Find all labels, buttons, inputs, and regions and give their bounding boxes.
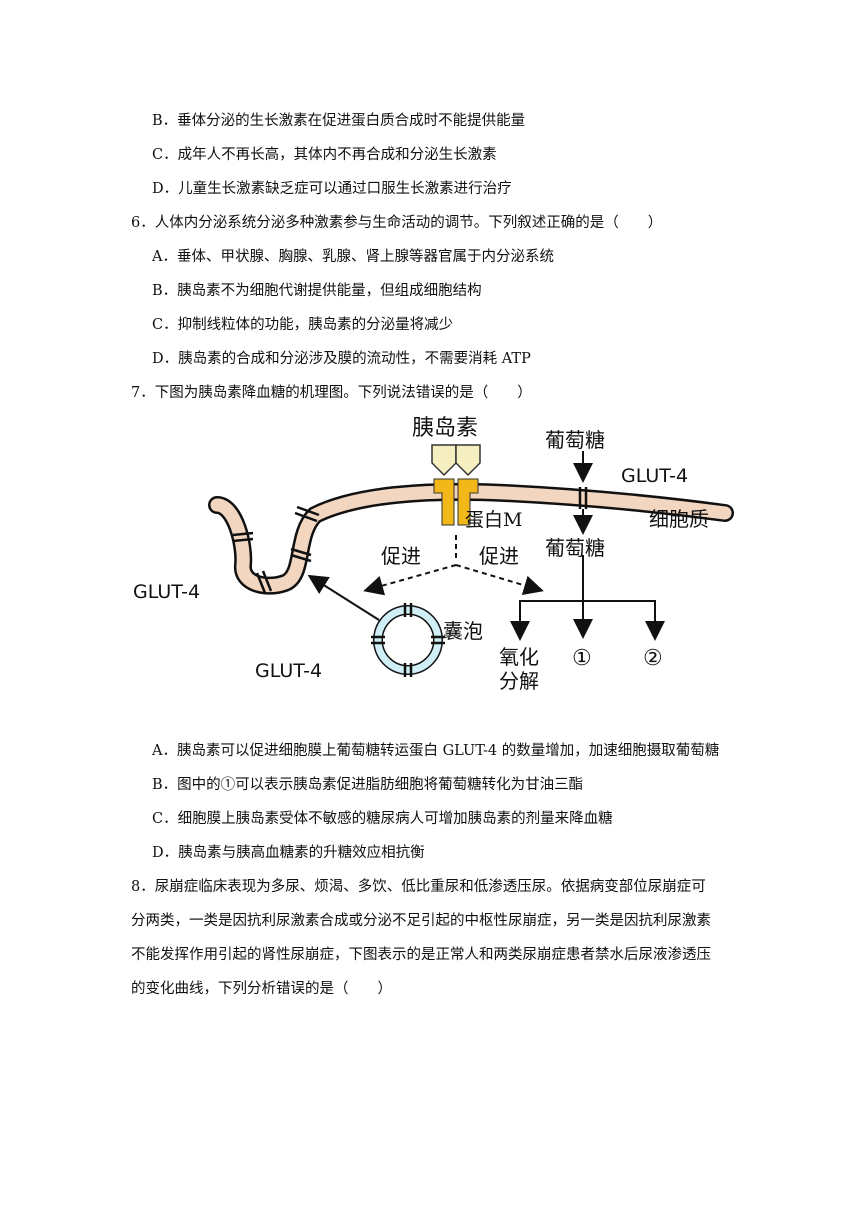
q8-stem: 8．尿崩症临床表现为多尿、烦渴、多饮、低比重尿和低渗透压尿。依据病变部位尿崩症可…	[131, 870, 731, 1006]
label-glut4-membrane: GLUT-4	[621, 465, 688, 487]
q5-option-d: D．儿童生长激素缺乏症可以通过口服生长激素进行治疗	[152, 181, 512, 197]
vesicle	[371, 603, 445, 677]
label-vesicle: 囊泡	[443, 619, 483, 643]
q7-option-a: A．胰岛素可以促进细胞膜上葡萄糖转运蛋白 GLUT-4 的数量增加，加速细胞摄取…	[152, 743, 720, 759]
q6-option-c: C．抑制线粒体的功能，胰岛素的分泌量将减少	[152, 317, 454, 333]
label-branch-1: ①	[572, 646, 592, 671]
cell-membrane	[208, 482, 734, 595]
label-glucose-outside: 葡萄糖	[545, 428, 605, 452]
q8-line-1: 8．尿崩症临床表现为多尿、烦渴、多饮、低比重尿和低渗透压尿。依据病变部位尿崩症可	[131, 879, 706, 895]
label-glut4-vesicle: GLUT-4	[255, 660, 322, 682]
q6-option-b: B．胰岛素不为细胞代谢提供能量，但组成细胞结构	[152, 283, 482, 299]
label-oxidation-line2: 分解	[499, 669, 539, 693]
q8-line-2: 分两类，一类是因抗利尿激素合成或分泌不足引起的中枢性尿崩症，另一类是因抗利尿激素	[131, 913, 711, 929]
q6-stem: 6．人体内分泌系统分泌多种激素参与生命活动的调节。下列叙述正确的是（ ）	[131, 215, 663, 231]
label-branch-2: ②	[643, 646, 663, 671]
q7-option-b: B．图中的①可以表示胰岛素促进脂肪细胞将葡萄糖转化为甘油三酯	[152, 777, 584, 793]
label-insulin: 胰岛素	[412, 416, 478, 441]
insulin-receptor	[431, 444, 481, 526]
q7-option-c: C．细胞膜上胰岛素受体不敏感的糖尿病人可增加胰岛素的剂量来降血糖	[152, 811, 613, 827]
label-promote-left: 促进	[381, 544, 421, 568]
q6-option-d: D．胰岛素的合成和分泌涉及膜的流动性，不需要消耗 ATP	[152, 351, 531, 367]
membrane-glut4-channels	[232, 487, 588, 594]
label-protein-m: 蛋白M	[465, 509, 522, 531]
q5-option-c: C．成年人不再长高，其体内不再合成和分泌生长激素	[152, 147, 497, 163]
q5-option-b: B．垂体分泌的生长激素在促进蛋白质合成时不能提供能量	[152, 113, 526, 129]
diagram-arrows	[307, 451, 665, 641]
label-glut4-left: GLUT-4	[133, 581, 200, 603]
label-cytoplasm: 细胞质	[649, 507, 709, 531]
q8-line-3: 不能发挥作用引起的肾性尿崩症，下图表示的是正常人和两类尿崩症患者禁水后尿液渗透压	[131, 947, 711, 963]
q7-stem: 7．下图为胰岛素降血糖的机理图。下列说法错误的是（ ）	[131, 385, 532, 401]
label-glucose-inside: 葡萄糖	[545, 536, 605, 560]
q8-line-4: 的变化曲线，下列分析错误的是（ ）	[131, 981, 392, 997]
q7-option-d: D．胰岛素与胰高血糖素的升糖效应相抗衡	[152, 845, 425, 861]
label-oxidation-line1: 氧化	[499, 645, 539, 669]
q6-option-a: A．垂体、甲状腺、胸腺、乳腺、肾上腺等器官属于内分泌系统	[152, 249, 554, 265]
label-promote-right: 促进	[479, 544, 519, 568]
insulin-mechanism-diagram: 胰岛素 葡萄糖 GLUT-4 蛋白M 细胞质 促进 促进 葡萄糖 GLUT-4 …	[133, 416, 734, 693]
